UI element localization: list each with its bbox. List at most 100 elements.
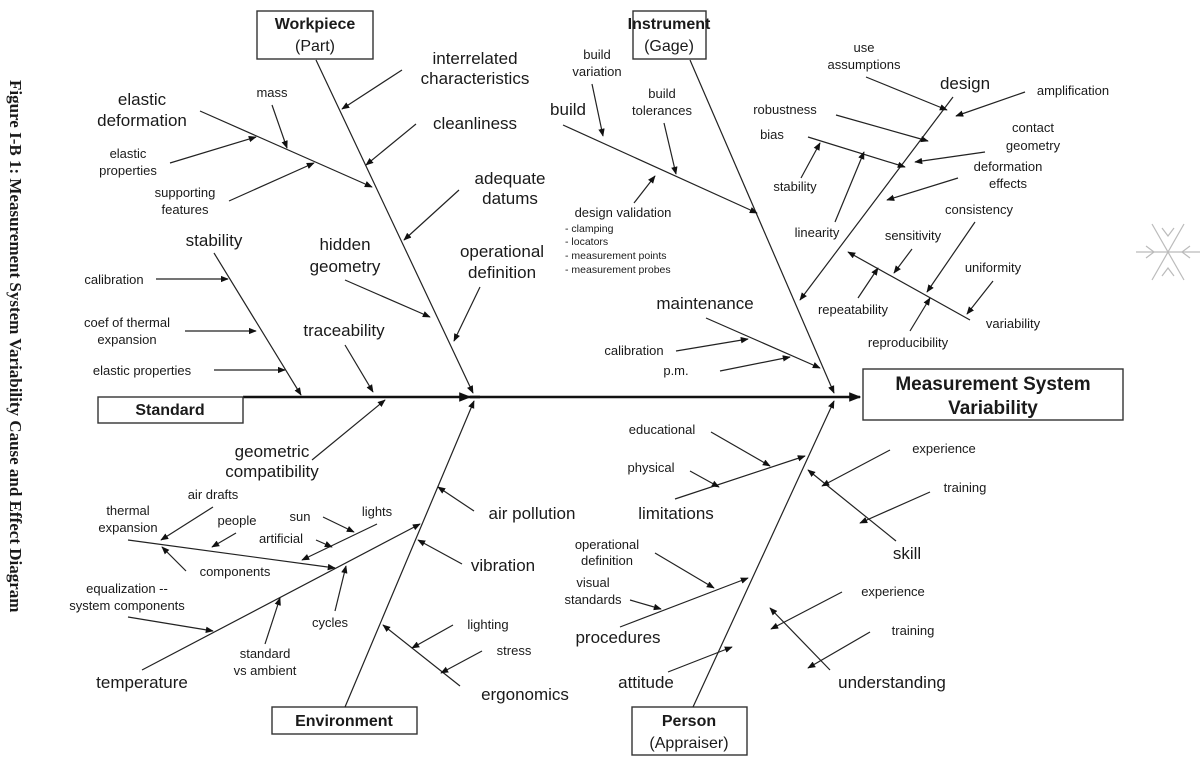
- category-title: Standard: [135, 402, 204, 419]
- subcause-label: robustness: [753, 102, 817, 117]
- subcause-label: thermal: [106, 503, 149, 518]
- figure-caption: Figure I-B 1: Measurement System Variabi…: [6, 80, 25, 612]
- subcause-label: stress: [497, 643, 532, 658]
- effect-box: Measurement System Variability: [862, 368, 1124, 421]
- subcause-label: experience: [912, 441, 976, 456]
- subcause-label: equalization --: [86, 581, 168, 596]
- cause-label: maintenance: [656, 294, 753, 313]
- subcause-label: visual: [576, 575, 609, 590]
- cause-label: build: [550, 100, 586, 119]
- cause-label: geometry: [310, 257, 381, 276]
- cause-label: geometric: [235, 442, 310, 461]
- subcause-label: deformation: [974, 159, 1043, 174]
- cause-label: understanding: [838, 673, 946, 692]
- subcause-label: standard: [240, 646, 291, 661]
- cause-label: interrelated: [432, 49, 517, 68]
- cause-label: traceability: [303, 321, 385, 340]
- bone-environment: [344, 400, 475, 708]
- category-title: Workpiece: [275, 16, 356, 33]
- subcause-label: effects: [989, 176, 1028, 191]
- design-validation-item: - measurement probes: [565, 264, 671, 276]
- effect-line1: Measurement System: [895, 374, 1090, 395]
- category-standard-box: Standard: [97, 396, 244, 424]
- cause-cleanliness: cleanliness: [365, 114, 517, 166]
- subcause-label: elastic properties: [93, 363, 192, 378]
- subcause-label: p.m.: [663, 363, 688, 378]
- design-validation-item: - locators: [565, 236, 608, 248]
- subcause-label: cycles: [312, 615, 349, 630]
- cause-label: limitations: [638, 504, 714, 523]
- subcause-label: linearity: [795, 225, 840, 240]
- cause-understanding: understanding experience training: [769, 584, 946, 692]
- subcause-label: build: [583, 47, 610, 62]
- subcause-label: lighting: [467, 617, 508, 632]
- cause-design: design use assumptions amplification rob…: [753, 40, 1109, 301]
- subcause-label: uniformity: [965, 260, 1022, 275]
- cause-label: temperature: [96, 673, 188, 692]
- cause-label: hidden: [319, 235, 370, 254]
- cause-label: adequate: [475, 169, 546, 188]
- cause-adequate-datums: adequate datums: [403, 169, 546, 241]
- category-title: Environment: [295, 713, 393, 730]
- category-subtitle: (Gage): [644, 38, 694, 55]
- cause-elastic-deformation: elastic deformation mass elastic propert…: [97, 85, 373, 217]
- cause-label: vibration: [471, 556, 535, 575]
- cause-attitude: attitude: [618, 646, 733, 692]
- cause-air-pollution: air pollution: [437, 486, 576, 523]
- subcause-label: training: [892, 623, 935, 638]
- design-validation-item: - measurement points: [565, 250, 667, 262]
- cause-build: build build variation build tolerances d…: [550, 47, 758, 276]
- cause-procedures: procedures operational definition visual…: [564, 537, 749, 647]
- snowflake-icon: [1136, 223, 1200, 281]
- subcause-label: contact: [1012, 120, 1054, 135]
- cause-traceability: traceability: [303, 321, 385, 393]
- bone-workpiece: [315, 59, 474, 394]
- subcause-label: supporting: [155, 185, 216, 200]
- cause-label: ergonomics: [481, 685, 569, 704]
- subcause-label: training: [944, 480, 987, 495]
- cause-vibration: vibration: [417, 539, 535, 575]
- cause-variability: variability sensitivity uniformity repea…: [818, 228, 1041, 350]
- subcause-label: geometry: [1006, 138, 1061, 153]
- subcause-label: definition: [581, 553, 633, 568]
- subcause-label: sun: [290, 509, 311, 524]
- cause-label: attitude: [618, 673, 674, 692]
- subcause-label: people: [217, 513, 256, 528]
- bone-person: [692, 400, 835, 708]
- cause-label: definition: [468, 263, 536, 282]
- subcause-label: educational: [629, 422, 696, 437]
- subcause-label: sensitivity: [885, 228, 942, 243]
- subcause-label: vs ambient: [234, 663, 297, 678]
- cause-label: compatibility: [225, 462, 319, 481]
- cause-label: air pollution: [489, 504, 576, 523]
- cause-label: deformation: [97, 111, 187, 130]
- cause-limitations: limitations educational physical: [628, 422, 806, 523]
- category-subtitle: (Part): [295, 38, 335, 55]
- category-person-box: Person (Appraiser): [631, 706, 748, 756]
- subcause-label: lights: [362, 504, 393, 519]
- subcause-label: expansion: [97, 332, 156, 347]
- subcause-label: standards: [564, 592, 622, 607]
- category-instrument-box: Instrument (Gage): [628, 10, 711, 60]
- cause-hidden-geometry: hidden geometry: [310, 235, 431, 318]
- subcause-label: bias: [760, 127, 784, 142]
- cause-label: stability: [186, 231, 243, 250]
- cause-label: design: [940, 74, 990, 93]
- subcause-label: calibration: [604, 343, 663, 358]
- cause-label: procedures: [575, 628, 660, 647]
- subcause-label: coef of thermal: [84, 315, 170, 330]
- cause-temperature: temperature equalization -- system compo…: [69, 487, 421, 692]
- cause-label: cleanliness: [433, 114, 517, 133]
- subcause-label: design validation: [575, 205, 672, 220]
- subcause-label: assumptions: [828, 57, 901, 72]
- effect-line2: Variability: [948, 398, 1038, 419]
- subcause-label: amplification: [1037, 83, 1109, 98]
- subcause-label: properties: [99, 163, 157, 178]
- cause-label: datums: [482, 189, 538, 208]
- subcause-label: calibration: [84, 272, 143, 287]
- cause-geometric-compatibility: geometric compatibility: [225, 399, 386, 481]
- category-workpiece-box: Workpiece (Part): [256, 10, 374, 60]
- subcause-label: use: [854, 40, 875, 55]
- cause-stability: stability calibration coef of thermal ex…: [84, 231, 302, 396]
